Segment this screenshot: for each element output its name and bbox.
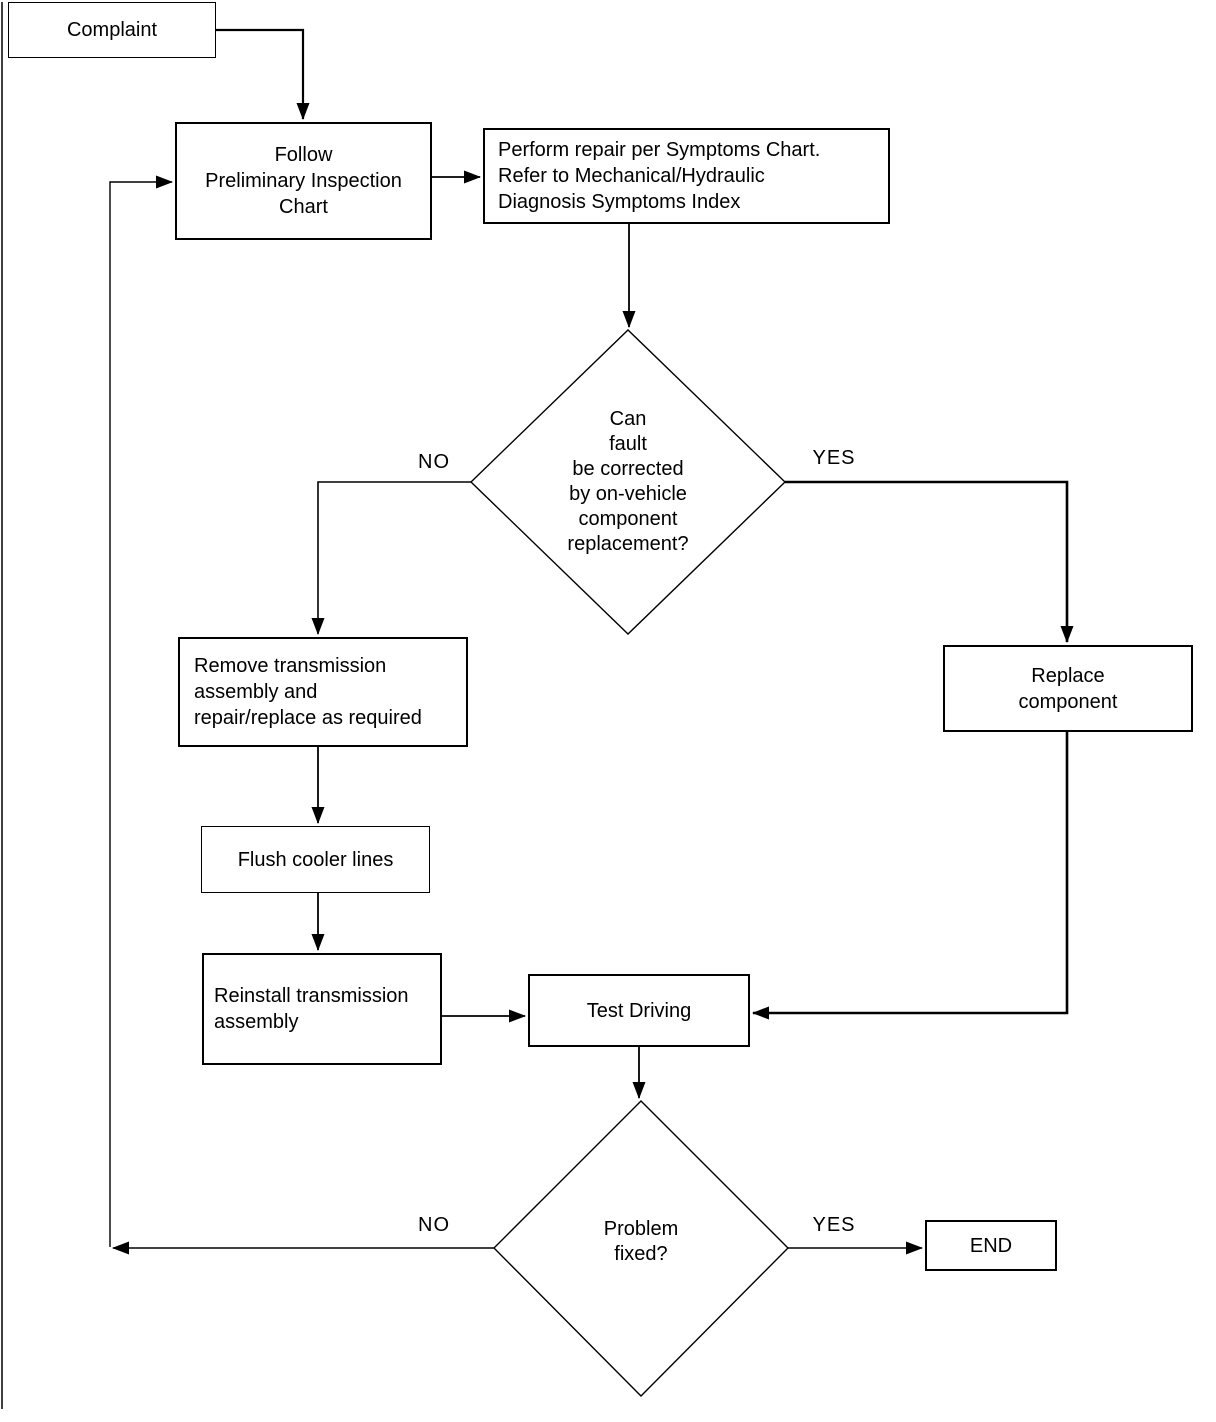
connector-fault-yes-branch: [785, 480, 1074, 643]
node-follow-preliminary-inspection: Follow Preliminary Inspection Chart: [175, 122, 432, 240]
node-flush-cooler-lines: Flush cooler lines: [201, 826, 430, 893]
connector-feedback-to-follow: [109, 175, 173, 1247]
fixed-yes-label: YES: [812, 1213, 856, 1236]
node-end: END: [925, 1220, 1057, 1271]
node-test-driving: Test Driving: [528, 974, 750, 1047]
node-complaint: Complaint: [8, 2, 216, 58]
decision-fault-label: Can fault be corrected by on-vehicle com…: [567, 408, 689, 555]
fixed-no-label: NO: [418, 1213, 450, 1236]
decision-fixed-diamond: [493, 1100, 789, 1397]
node-perform-repair: Perform repair per Symptoms Chart. Refer…: [483, 128, 890, 224]
decision-fault-diamond: [469, 329, 787, 635]
decision-fixed-label: Problem fixed?: [603, 1218, 679, 1265]
node-reinstall-transmission: Reinstall transmission assembly: [202, 953, 442, 1065]
fault-yes-label: YES: [812, 446, 856, 469]
node-replace-component: Replace component: [943, 645, 1193, 732]
node-remove-transmission: Remove transmission assembly and repair/…: [178, 637, 468, 747]
connector-fault-no-branch: [311, 481, 471, 635]
fault-no-label: NO: [418, 450, 450, 473]
connector-complaint-to-follow: [216, 28, 310, 120]
connector-replace-to-test: [752, 732, 1069, 1020]
